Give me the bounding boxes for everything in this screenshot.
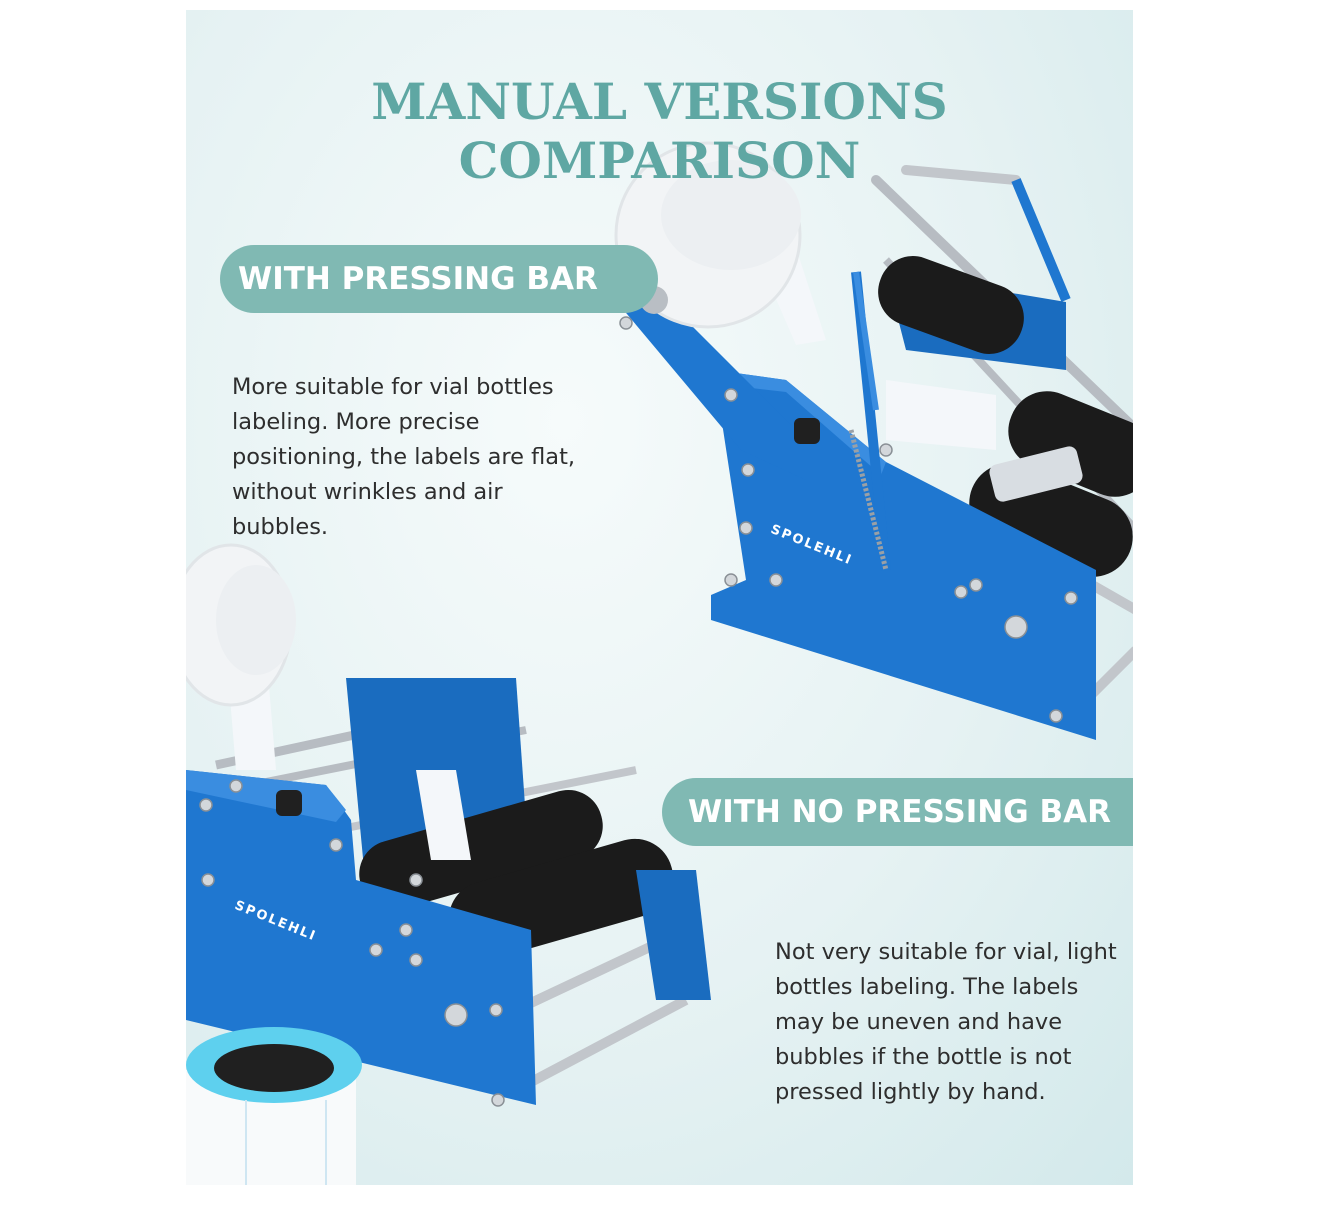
label-roll <box>186 1027 362 1185</box>
badge-with-no-pressing-bar: WITH NO PRESSING BAR <box>662 778 1133 846</box>
labeling-machines-illustration <box>186 141 1133 1185</box>
description-with-no-pressing-bar: Not very suitable for vial, light bottle… <box>775 939 1117 1105</box>
machine-with-pressing-bar <box>611 141 1133 740</box>
badge-with-pressing-bar: WITH PRESSING BAR <box>220 245 658 313</box>
page-title: MANUAL VERSIONS COMPARISON <box>371 72 948 190</box>
machine-with-no-pressing-bar <box>186 543 711 1107</box>
comparison-panel: MANUAL VERSIONS COMPARISON WITH PRESSING… <box>186 10 1133 1185</box>
description-with-pressing-bar: More suitable for vial bottles labeling.… <box>232 374 576 540</box>
